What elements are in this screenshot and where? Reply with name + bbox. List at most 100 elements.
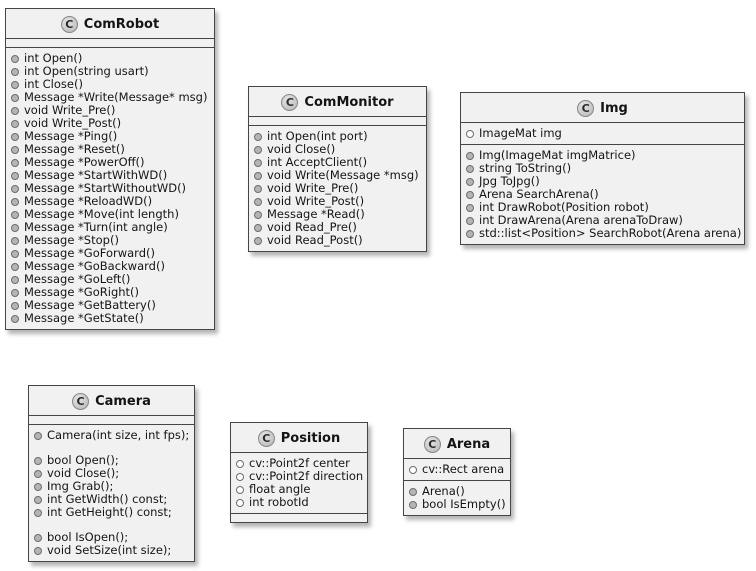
method-row: void Write(Message *msg): [254, 169, 420, 182]
field-signature: ImageMat img: [479, 126, 562, 140]
field-visibility-icon: [466, 129, 474, 138]
method-signature: void Write_Pre(): [24, 103, 116, 117]
method-visibility-icon: [11, 275, 19, 284]
field-visibility-icon: [236, 485, 244, 494]
method-signature: void Write_Post(): [267, 194, 365, 208]
method-visibility-icon: [254, 132, 262, 141]
class-name: Position: [280, 430, 341, 446]
method-row: void Write_Post(): [11, 117, 208, 130]
method-signature: void SetSize(int size);: [47, 543, 172, 557]
method-signature: Message *StartWithoutWD(): [24, 181, 187, 195]
method-visibility-icon: [254, 184, 262, 193]
method-row: Message *Stop(): [11, 234, 208, 247]
method-signature: int Open(): [24, 51, 83, 65]
method-visibility-icon: [34, 469, 42, 478]
method-signature: Message *GetState(): [24, 311, 144, 325]
fields-compartment: [29, 415, 194, 424]
field-signature: int robotId: [249, 495, 309, 509]
field-signature: float angle: [249, 482, 311, 496]
method-signature: Message *Turn(int angle): [24, 220, 168, 234]
method-row: Message *GetBattery(): [11, 299, 208, 312]
method-visibility-icon: [34, 495, 42, 504]
method-signature: bool Open();: [47, 453, 119, 467]
class-name: Arena: [446, 436, 491, 452]
method-visibility-icon: [409, 500, 417, 509]
field-visibility-icon: [236, 472, 244, 481]
method-signature: Message *Move(int length): [24, 207, 179, 221]
method-row: int DrawArena(Arena arenaToDraw): [466, 214, 738, 227]
method-row: void Read_Post(): [254, 234, 420, 247]
method-row: void Close();: [34, 467, 188, 480]
method-visibility-icon: [254, 158, 262, 167]
method-signature: int Open(string usart): [24, 64, 149, 78]
method-row: void Write_Pre(): [11, 104, 208, 117]
method-visibility-icon: [466, 216, 474, 225]
methods-compartment: int Open(int port)void Close()int Accept…: [249, 125, 426, 251]
method-signature: Img(ImageMat imgMatrice): [479, 148, 636, 162]
method-row: void Read_Pre(): [254, 221, 420, 234]
field-signature: cv::Rect arena: [422, 462, 505, 476]
method-row: Message *PowerOff(): [11, 156, 208, 169]
method-signature: Arena(): [422, 484, 465, 498]
method-signature: Message *Ping(): [24, 129, 118, 143]
method-signature: Message *PowerOff(): [24, 155, 145, 169]
method-row: Message *StartWithoutWD(): [11, 182, 208, 195]
method-visibility-icon: [11, 314, 19, 323]
method-visibility-icon: [11, 93, 19, 102]
methods-compartment: [231, 513, 367, 522]
field-row: cv::Point2f direction: [236, 469, 364, 483]
method-row: void SetSize(int size);: [34, 544, 188, 557]
fields-compartment: [249, 116, 426, 125]
method-signature: Message *GoBackward(): [24, 259, 165, 273]
method-signature: bool IsOpen();: [47, 530, 129, 544]
method-visibility-icon: [254, 171, 262, 180]
method-signature: Img Grab();: [47, 479, 114, 493]
method-row: int GetWidth() const;: [34, 493, 188, 506]
field-visibility-icon: [236, 459, 244, 468]
class-name: ComRobot: [83, 16, 160, 32]
method-visibility-icon: [11, 288, 19, 297]
method-visibility-icon: [466, 229, 474, 238]
field-signature: cv::Point2f direction: [249, 469, 364, 483]
fields-compartment: ImageMat img: [461, 122, 744, 144]
method-visibility-icon: [11, 132, 19, 141]
method-visibility-icon: [34, 546, 42, 555]
method-row: int DrawRobot(Position robot): [466, 201, 738, 214]
method-visibility-icon: [11, 119, 19, 128]
method-row: int GetHeight() const;: [34, 506, 188, 519]
method-signature: void Write(Message *msg): [267, 168, 419, 182]
method-visibility-icon: [466, 177, 474, 186]
field-row: ImageMat img: [466, 127, 738, 140]
method-visibility-icon: [11, 301, 19, 310]
method-signature: void Write_Post(): [24, 116, 122, 130]
methods-compartment: Img(ImageMat imgMatrice)string ToString(…: [461, 144, 744, 244]
method-signature: int Close(): [24, 77, 83, 91]
method-visibility-icon: [11, 236, 19, 245]
method-signature: void Close(): [267, 142, 336, 156]
method-signature: Message *GoForward(): [24, 246, 155, 260]
field-row: int robotId: [236, 496, 361, 509]
method-signature: Message *GetBattery(): [24, 298, 156, 312]
method-row: std::list<Position> SearchRobot(Arena ar…: [466, 227, 741, 240]
method-visibility-icon: [11, 67, 19, 76]
method-row: bool IsOpen();: [34, 531, 188, 544]
field-row: cv::Point2f center: [236, 457, 361, 470]
method-visibility-icon: [11, 145, 19, 154]
method-signature: int GetWidth() const;: [47, 492, 168, 506]
method-row: Arena(): [409, 485, 504, 498]
method-visibility-icon: [11, 54, 19, 63]
method-visibility-icon: [34, 533, 42, 542]
field-row: float angle: [236, 483, 361, 496]
method-visibility-icon: [11, 80, 19, 89]
method-visibility-icon: [254, 236, 262, 245]
method-visibility-icon: [11, 210, 19, 219]
method-signature: Message *Reset(): [24, 142, 125, 156]
method-visibility-icon: [254, 210, 262, 219]
method-visibility-icon: [11, 106, 19, 115]
